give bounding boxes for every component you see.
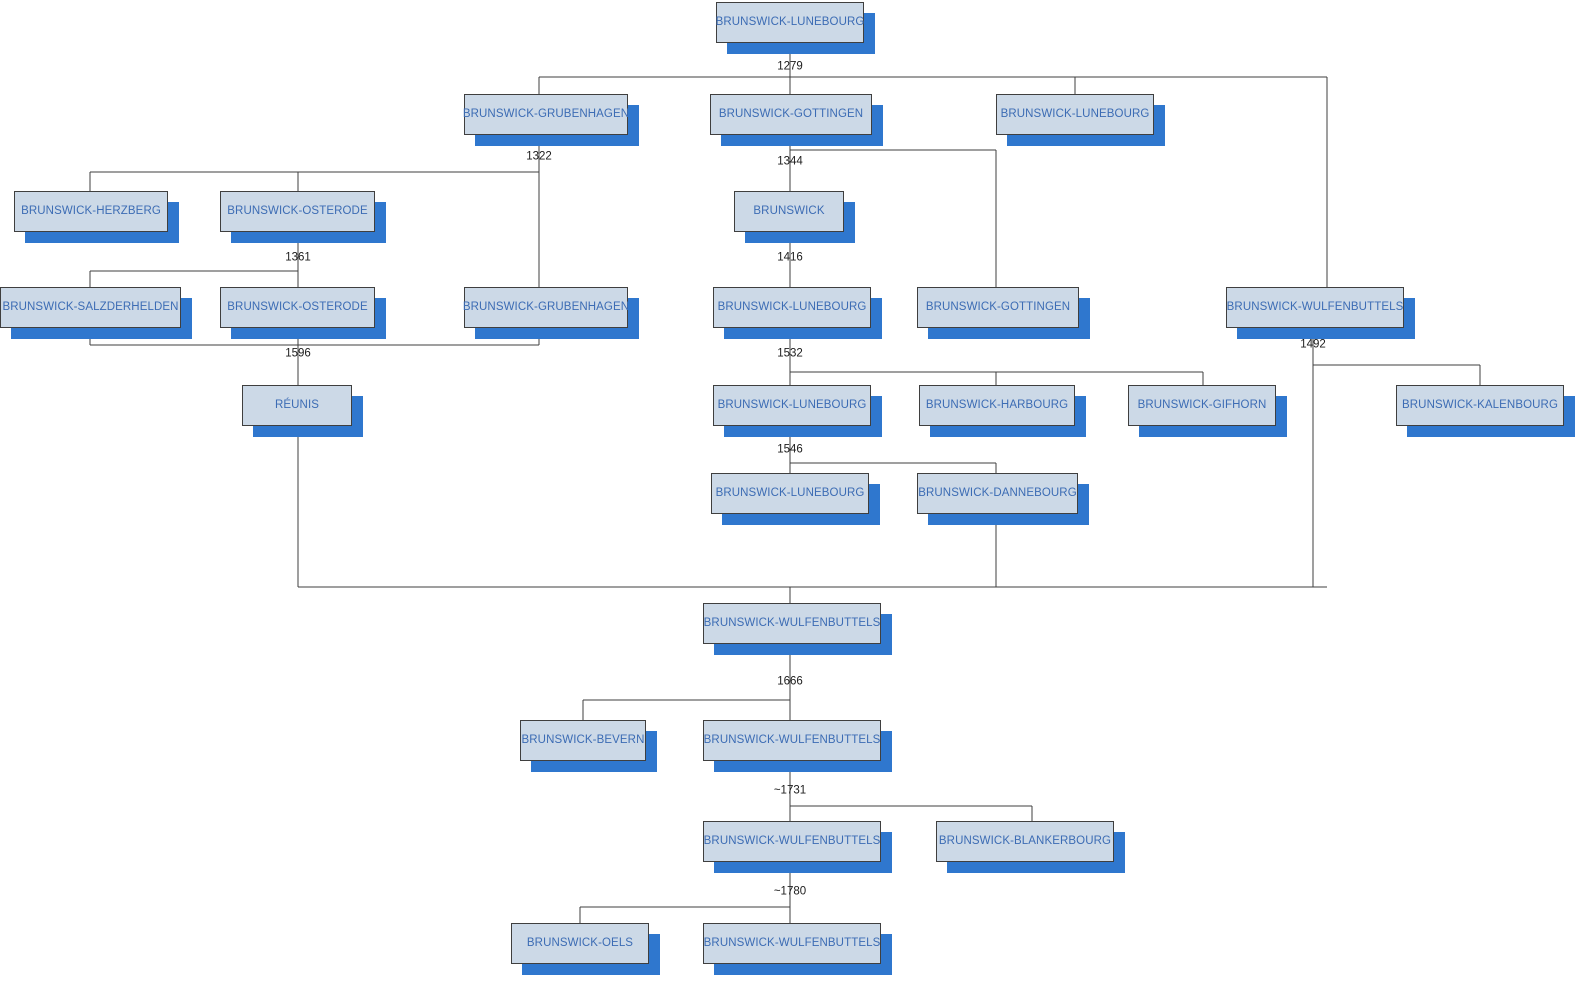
node-label: BRUNSWICK-LUNEBOURG	[715, 486, 865, 499]
tree-node[interactable]: BRUNSWICK-HARBOURG	[919, 385, 1086, 437]
edge-date-label: 1532	[777, 347, 803, 360]
tree-node[interactable]: BRUNSWICK-SALZDERHELDEN	[0, 287, 192, 339]
node-label: BRUNSWICK-BEVERN	[521, 733, 645, 746]
edge-date-label: 1596	[285, 347, 311, 360]
node-label: BRUNSWICK-LUNEBOURG	[715, 15, 865, 28]
edge-date-label: 1666	[777, 675, 803, 688]
node-box[interactable]: BRUNSWICK-HERZBERG	[14, 191, 168, 232]
node-box[interactable]: BRUNSWICK-OELS	[511, 923, 649, 964]
node-box[interactable]: BRUNSWICK	[734, 191, 844, 232]
node-box[interactable]: BRUNSWICK-GRUBENHAGEN	[462, 287, 630, 328]
node-label: BRUNSWICK-LUNEBOURG	[717, 300, 867, 313]
node-box[interactable]: BRUNSWICK-GRUBENHAGEN	[462, 94, 630, 135]
node-label: BRUNSWICK-OSTERODE	[227, 204, 368, 217]
edge-date-label: 1416	[777, 251, 803, 264]
tree-node[interactable]: BRUNSWICK-OSTERODE	[220, 287, 386, 339]
tree-node[interactable]: BRUNSWICK-WULFENBUTTELS	[703, 923, 892, 975]
node-box[interactable]: BRUNSWICK-LUNEBOURG	[711, 473, 869, 514]
node-box[interactable]: BRUNSWICK-OSTERODE	[220, 287, 375, 328]
node-box[interactable]: BRUNSWICK-HARBOURG	[919, 385, 1075, 426]
node-box[interactable]: BRUNSWICK-WULFENBUTTELS	[703, 603, 881, 644]
node-label: BRUNSWICK-WULFENBUTTELS	[703, 733, 881, 746]
node-box[interactable]: BRUNSWICK-WULFENBUTTELS	[1226, 287, 1404, 328]
node-label: BRUNSWICK-GRUBENHAGEN	[462, 300, 630, 313]
node-box[interactable]: BRUNSWICK-BEVERN	[520, 720, 646, 761]
node-label: BRUNSWICK-WULFENBUTTELS	[703, 616, 881, 629]
node-box[interactable]: BRUNSWICK-WULFENBUTTELS	[703, 720, 881, 761]
node-label: BRUNSWICK-OSTERODE	[227, 300, 368, 313]
node-label: BRUNSWICK-KALENBOURG	[1402, 398, 1558, 411]
node-label: BRUNSWICK-GRUBENHAGEN	[462, 107, 630, 120]
node-label: BRUNSWICK-WULFENBUTTELS	[703, 936, 881, 949]
node-label: BRUNSWICK-BLANKERBOURG	[938, 834, 1112, 847]
node-label: BRUNSWICK-WULFENBUTTELS	[703, 834, 881, 847]
tree-node[interactable]: BRUNSWICK-LUNEBOURG	[711, 473, 880, 525]
node-box[interactable]: BRUNSWICK-KALENBOURG	[1396, 385, 1564, 426]
tree-node[interactable]: BRUNSWICK-KALENBOURG	[1396, 385, 1575, 437]
tree-node[interactable]: BRUNSWICK-GOTTINGEN	[917, 287, 1090, 339]
tree-node[interactable]: BRUNSWICK-LUNEBOURG	[713, 287, 882, 339]
tree-node[interactable]: RÉUNIS	[242, 385, 363, 437]
tree-node[interactable]: BRUNSWICK-GRUBENHAGEN	[462, 287, 639, 339]
edge-date-label: 1322	[526, 150, 552, 163]
node-box[interactable]: BRUNSWICK-OSTERODE	[220, 191, 375, 232]
node-box[interactable]: BRUNSWICK-DANNEBOURG	[917, 473, 1078, 514]
node-box[interactable]: BRUNSWICK-GOTTINGEN	[917, 287, 1079, 328]
edge-date-label: 1492	[1300, 338, 1326, 351]
edge-date-label: 1344	[777, 155, 803, 168]
tree-node[interactable]: BRUNSWICK-WULFENBUTTELS	[1226, 287, 1415, 339]
tree-node[interactable]: BRUNSWICK-LUNEBOURG	[713, 385, 882, 437]
node-label: BRUNSWICK-OELS	[526, 936, 634, 949]
tree-node[interactable]: BRUNSWICK-WULFENBUTTELS	[703, 720, 892, 772]
tree-node[interactable]: BRUNSWICK-DANNEBOURG	[917, 473, 1089, 525]
tree-node[interactable]: BRUNSWICK-GOTTINGEN	[710, 94, 883, 146]
edge-date-label: 1279	[777, 60, 803, 73]
tree-node[interactable]: BRUNSWICK-OELS	[511, 923, 660, 975]
node-box[interactable]: BRUNSWICK-LUNEBOURG	[713, 385, 871, 426]
tree-node[interactable]: BRUNSWICK-GIFHORN	[1128, 385, 1287, 437]
node-label: BRUNSWICK-DANNEBOURG	[918, 486, 1077, 499]
node-box[interactable]: BRUNSWICK-BLANKERBOURG	[936, 821, 1114, 862]
edge-date-label: 1361	[285, 251, 311, 264]
edge-paths	[89, 43, 1481, 923]
node-box[interactable]: BRUNSWICK-LUNEBOURG	[996, 94, 1154, 135]
edge-date-label: ~1731	[773, 784, 807, 797]
tree-node[interactable]: BRUNSWICK-BLANKERBOURG	[936, 821, 1125, 873]
tree-node[interactable]: BRUNSWICK-OSTERODE	[220, 191, 386, 243]
node-box[interactable]: BRUNSWICK-LUNEBOURG	[716, 2, 864, 43]
edge-date-label: 1546	[777, 443, 803, 456]
tree-node[interactable]: BRUNSWICK	[734, 191, 855, 243]
node-label: BRUNSWICK-GIFHORN	[1137, 398, 1267, 411]
node-label: BRUNSWICK	[753, 204, 825, 217]
tree-node[interactable]: BRUNSWICK-GRUBENHAGEN	[462, 94, 639, 146]
node-label: BRUNSWICK-GOTTINGEN	[925, 300, 1071, 313]
node-label: BRUNSWICK-HERZBERG	[21, 204, 161, 217]
tree-node[interactable]: BRUNSWICK-WULFENBUTTELS	[703, 603, 892, 655]
node-box[interactable]: BRUNSWICK-WULFENBUTTELS	[703, 923, 881, 964]
node-label: RÉUNIS	[274, 398, 320, 411]
node-label: BRUNSWICK-WULFENBUTTELS	[1226, 300, 1404, 313]
node-box[interactable]: BRUNSWICK-LUNEBOURG	[713, 287, 871, 328]
tree-node[interactable]: BRUNSWICK-HERZBERG	[14, 191, 179, 243]
node-box[interactable]: BRUNSWICK-SALZDERHELDEN	[0, 287, 181, 328]
node-label: BRUNSWICK-HARBOURG	[925, 398, 1069, 411]
node-label: BRUNSWICK-GOTTINGEN	[718, 107, 864, 120]
edge-date-label: ~1780	[773, 885, 807, 898]
tree-node[interactable]: BRUNSWICK-LUNEBOURG	[996, 94, 1165, 146]
node-box[interactable]: RÉUNIS	[242, 385, 352, 426]
node-box[interactable]: BRUNSWICK-WULFENBUTTELS	[703, 821, 881, 862]
node-label: BRUNSWICK-LUNEBOURG	[717, 398, 867, 411]
tree-node[interactable]: BRUNSWICK-LUNEBOURG	[716, 2, 875, 54]
node-label: BRUNSWICK-SALZDERHELDEN	[2, 300, 179, 313]
node-box[interactable]: BRUNSWICK-GOTTINGEN	[710, 94, 872, 135]
node-label: BRUNSWICK-LUNEBOURG	[1000, 107, 1150, 120]
tree-node[interactable]: BRUNSWICK-WULFENBUTTELS	[703, 821, 892, 873]
node-box[interactable]: BRUNSWICK-GIFHORN	[1128, 385, 1276, 426]
tree-node[interactable]: BRUNSWICK-BEVERN	[520, 720, 657, 772]
